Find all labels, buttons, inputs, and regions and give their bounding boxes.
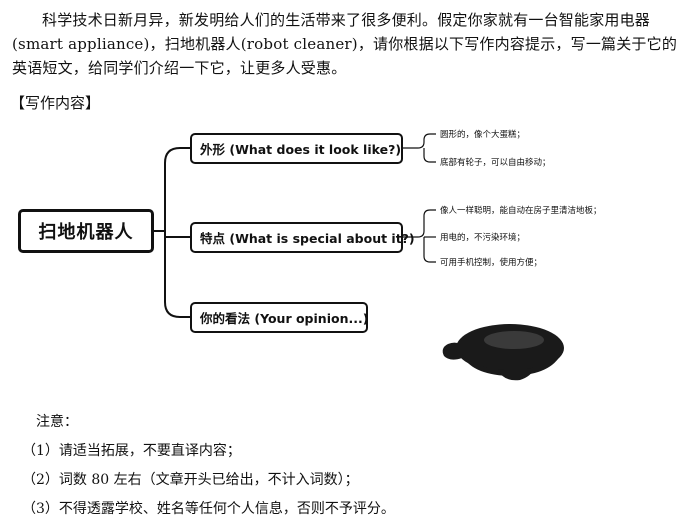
mindmap-leaf: 可用手机控制，使用方便； — [440, 258, 543, 268]
note-item: （3）不得透露学校、姓名等任何个人信息，否则不予评分。 — [22, 501, 395, 517]
mindmap-leaf: 底部有轮子，可以自由移动； — [440, 158, 551, 168]
connector-leaf-2 — [423, 148, 436, 163]
robot-cleaner-icon — [442, 324, 564, 381]
connector-leaf-5 — [423, 237, 436, 263]
connector-leaf-1 — [403, 133, 436, 149]
note-item: （2）词数 80 左右（文章开头已给出，不计入词数）； — [22, 472, 359, 488]
mindmap-leaf: 圆形的，像个大蛋糕； — [440, 130, 526, 140]
mindmap-leaf: 像人一样聪明，能自动在房子里清洁地板； — [440, 206, 602, 216]
intro-paragraph: 科学技术日新月异，新发明给人们的生活带来了很多便利。假定你家就有一台智能家用电器… — [12, 11, 678, 77]
mindmap-branch-appearance: 外形 (What does it look like?) — [190, 133, 403, 164]
mindmap-branch-features: 特点 (What is special about it?) — [190, 222, 415, 253]
mindmap-leaf: 用电的，不污染环境； — [440, 233, 526, 243]
mindmap-root: 扫地机器人 — [18, 209, 154, 253]
mindmap-branch-opinion: 你的看法 (Your opinion...) — [190, 302, 368, 333]
connector-leaf-3 — [403, 209, 436, 238]
notes-section: 注意： （1）请适当拓展，不要直译内容； （2）词数 80 左右（文章开头已给出… — [22, 408, 395, 524]
connector-trunk — [164, 147, 181, 318]
section-title: 【写作内容】 — [10, 94, 101, 112]
notes-heading: 注意： — [36, 414, 78, 430]
note-item: （1）请适当拓展，不要直译内容； — [22, 443, 241, 459]
